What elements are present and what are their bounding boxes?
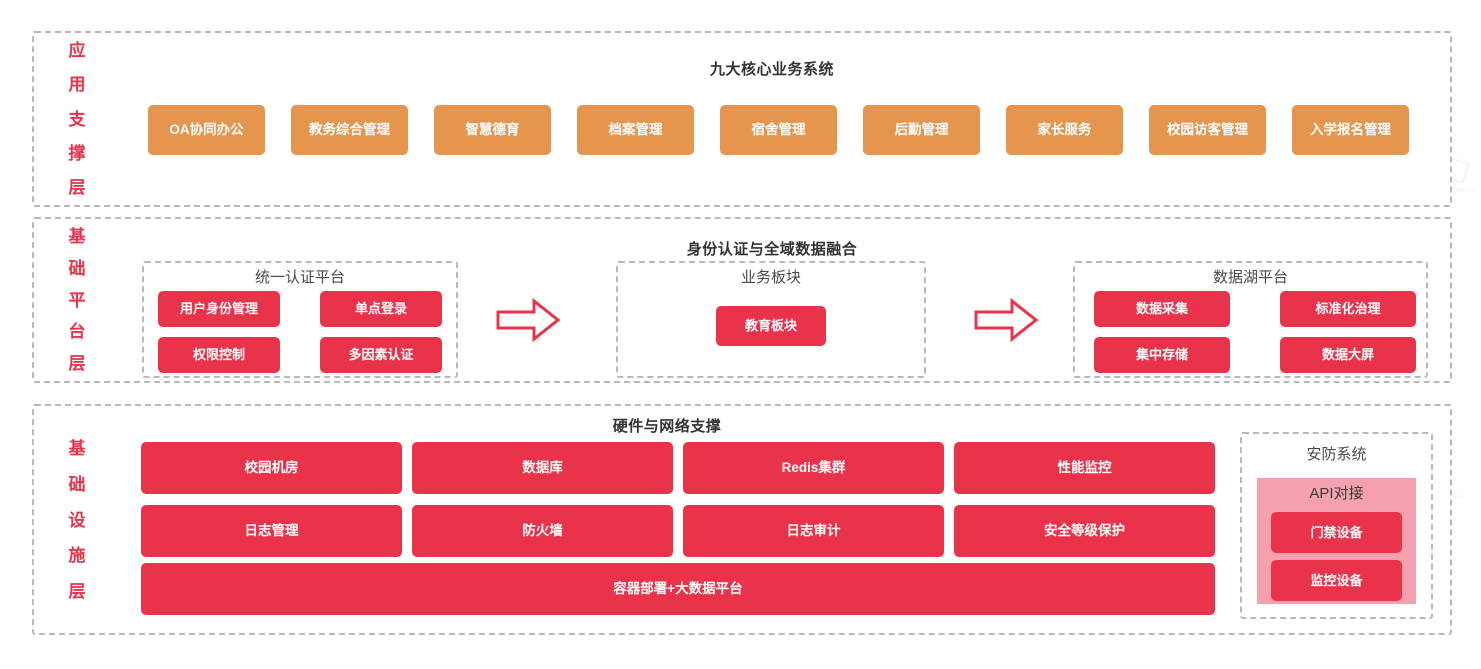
infra-box-campus-datacenter[interactable]: 校园机房 bbox=[141, 442, 402, 494]
layer-label-base-platform: 基 础 平 台 层 bbox=[60, 228, 94, 372]
panel-data-lake-platform bbox=[1073, 261, 1428, 378]
layer-label-char: 台 bbox=[68, 322, 86, 342]
layer-label-char: 础 bbox=[68, 258, 86, 278]
layer-label-infrastructure: 基 础 设 施 层 bbox=[60, 440, 94, 600]
layer-label-char: 支 bbox=[68, 109, 86, 129]
security-box-surveillance[interactable]: 监控设备 bbox=[1271, 560, 1402, 601]
layer-label-char: 层 bbox=[68, 582, 86, 601]
layer-label-char: 平 bbox=[68, 290, 86, 310]
layer-title-base-platform: 身份认证与全域数据融合 bbox=[686, 241, 858, 258]
layer-label-char: 层 bbox=[68, 178, 86, 197]
layer-label-char: 层 bbox=[68, 354, 86, 373]
layer-label-char: 基 bbox=[68, 439, 86, 458]
panel-title-business-sector: 业务板块 bbox=[740, 269, 801, 286]
panel-unified-auth-platform bbox=[142, 261, 458, 378]
infra-box-container-bigdata[interactable]: 容器部署+大数据平台 bbox=[141, 563, 1215, 615]
panel-title-unified-auth: 统一认证平台 bbox=[254, 269, 345, 286]
auth-box-permission[interactable]: 权限控制 bbox=[158, 337, 280, 373]
layer-title-application-support: 九大核心业务系统 bbox=[709, 61, 834, 78]
app-box-enrollment[interactable]: 入学报名管理 bbox=[1292, 105, 1409, 155]
svg-text:HODAO.CC: HODAO.CC bbox=[1448, 188, 1475, 194]
infra-box-log-audit[interactable]: 日志审计 bbox=[683, 505, 944, 557]
layer-label-char: 设 bbox=[68, 510, 86, 530]
layer-label-char: 撑 bbox=[68, 143, 86, 163]
panel-title-security-system: 安防系统 bbox=[1306, 446, 1367, 463]
panel-title-data-lake: 数据湖平台 bbox=[1212, 269, 1288, 286]
app-box-visitor[interactable]: 校园访客管理 bbox=[1149, 105, 1266, 155]
arrow-right-icon bbox=[494, 296, 562, 344]
datalake-box-storage[interactable]: 集中存储 bbox=[1094, 337, 1230, 373]
datalake-box-dashboard[interactable]: 数据大屏 bbox=[1280, 337, 1416, 373]
layer-title-infrastructure: 硬件与网络支撑 bbox=[612, 418, 722, 435]
app-box-archive[interactable]: 档案管理 bbox=[577, 105, 694, 155]
app-box-academic[interactable]: 教务综合管理 bbox=[291, 105, 408, 155]
auth-box-sso[interactable]: 单点登录 bbox=[320, 291, 442, 327]
layer-label-application-support: 应 用 支 撑 层 bbox=[60, 42, 94, 196]
layer-label-char: 应 bbox=[68, 41, 86, 60]
auth-box-mfa[interactable]: 多因素认证 bbox=[320, 337, 442, 373]
app-box-logistics[interactable]: 后勤管理 bbox=[863, 105, 980, 155]
business-box-education[interactable]: 教育板块 bbox=[716, 306, 826, 346]
app-box-oa[interactable]: OA协同办公 bbox=[148, 105, 265, 155]
arrow-right-icon bbox=[972, 296, 1040, 344]
panel-business-sector bbox=[616, 261, 926, 378]
infra-box-security-grade-protection[interactable]: 安全等级保护 bbox=[954, 505, 1215, 557]
datalake-box-governance[interactable]: 标准化治理 bbox=[1280, 291, 1416, 327]
app-box-parent-service[interactable]: 家长服务 bbox=[1006, 105, 1123, 155]
panel-security-system bbox=[1240, 432, 1433, 619]
security-box-access-control[interactable]: 门禁设备 bbox=[1271, 512, 1402, 553]
datalake-box-collection[interactable]: 数据采集 bbox=[1094, 291, 1230, 327]
app-box-dormitory[interactable]: 宿舍管理 bbox=[720, 105, 837, 155]
layer-label-char: 用 bbox=[68, 75, 86, 95]
layer-label-char: 施 bbox=[68, 546, 86, 566]
infra-box-log-management[interactable]: 日志管理 bbox=[141, 505, 402, 557]
layer-label-char: 基 bbox=[68, 227, 86, 246]
auth-box-user-identity[interactable]: 用户身份管理 bbox=[158, 291, 280, 327]
infra-box-redis-cluster[interactable]: Redis集群 bbox=[683, 442, 944, 494]
app-box-moral-education[interactable]: 智慧德育 bbox=[434, 105, 551, 155]
infra-box-firewall[interactable]: 防火墙 bbox=[412, 505, 673, 557]
infra-box-performance-monitoring[interactable]: 性能监控 bbox=[954, 442, 1215, 494]
layer-label-char: 础 bbox=[68, 474, 86, 494]
infra-box-database[interactable]: 数据库 bbox=[412, 442, 673, 494]
api-integration-title: API对接 bbox=[1309, 485, 1364, 502]
